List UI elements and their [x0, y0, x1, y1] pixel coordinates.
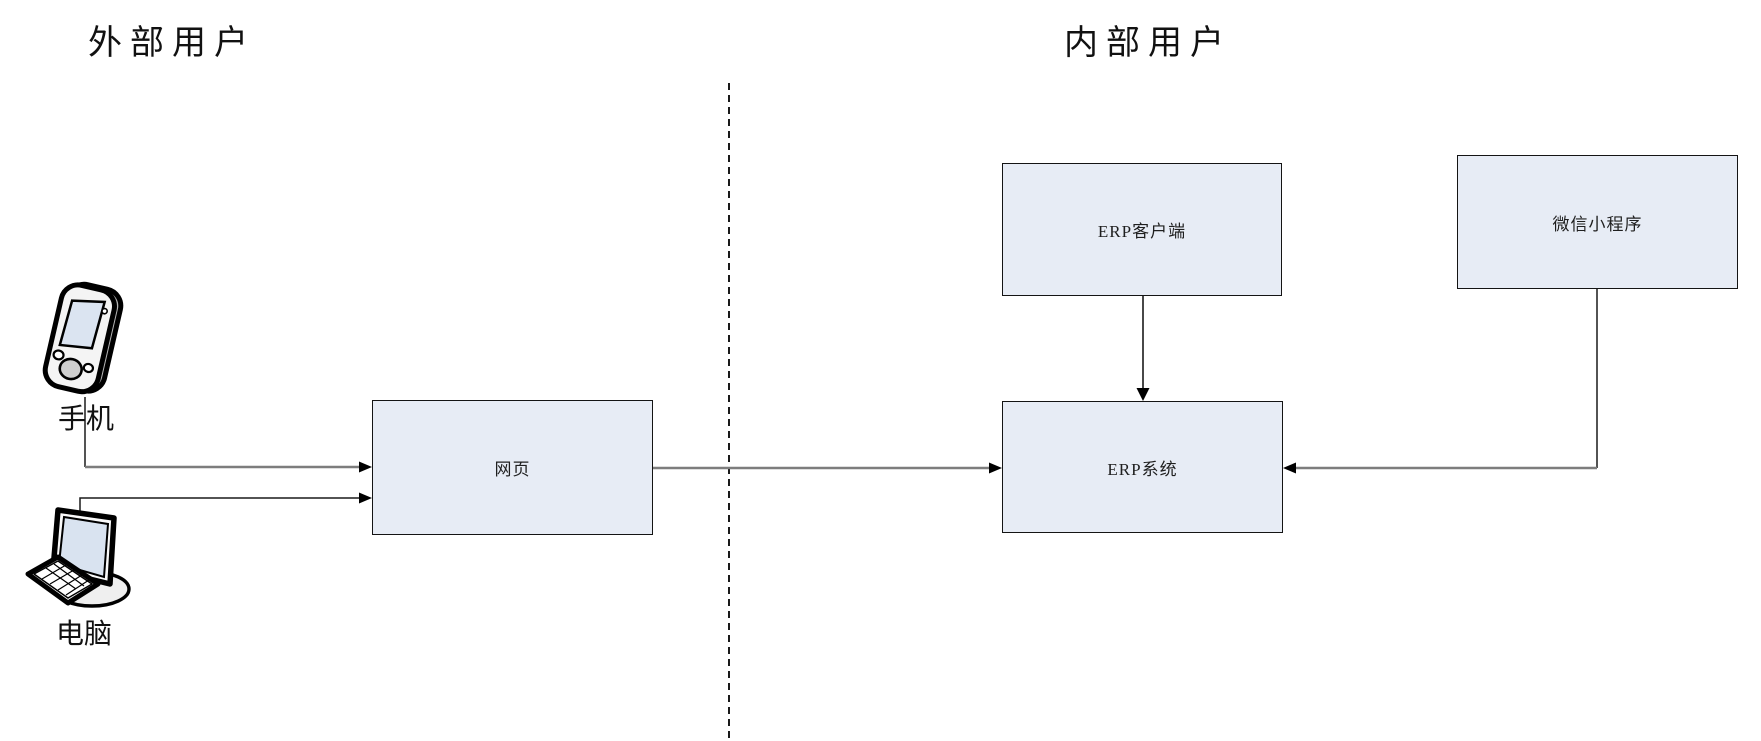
arrowhead: [989, 462, 1002, 474]
node-erp-system-label: ERP系统: [1107, 459, 1178, 479]
node-web: 网页: [372, 400, 653, 535]
node-web-label: 网页: [494, 460, 531, 479]
zone-title-internal-users: 内部用户: [1064, 25, 1232, 62]
zone-title-external-users: 外部用户: [88, 25, 256, 62]
edge-phone-to-web: [84, 397, 372, 473]
arrowhead: [1136, 388, 1150, 401]
arrowhead: [359, 492, 372, 504]
node-wechat-mini-program: 微信小程序: [1457, 155, 1738, 289]
node-wechat-mini-program-label: 微信小程序: [1552, 214, 1643, 234]
edge-computer-to-web: [79, 492, 372, 513]
mobile-phone-icon: [42, 281, 124, 395]
node-erp-system: ERP系统: [1002, 401, 1283, 533]
arrowhead: [359, 461, 372, 473]
edge-web-to-erp-system: [653, 462, 1002, 474]
edge-erp-client-to-erp-system: [1136, 296, 1150, 401]
node-erp-client-label: ERP客户端: [1097, 222, 1187, 241]
arrowhead: [1283, 462, 1296, 474]
edge-wechat-to-erp-system: [1283, 289, 1598, 474]
device-label-computer: 电脑: [55, 619, 112, 650]
desktop-computer-icon: [25, 507, 131, 608]
device-label-phone: 手机: [57, 404, 114, 435]
node-erp-client: ERP客户端: [1002, 163, 1282, 296]
